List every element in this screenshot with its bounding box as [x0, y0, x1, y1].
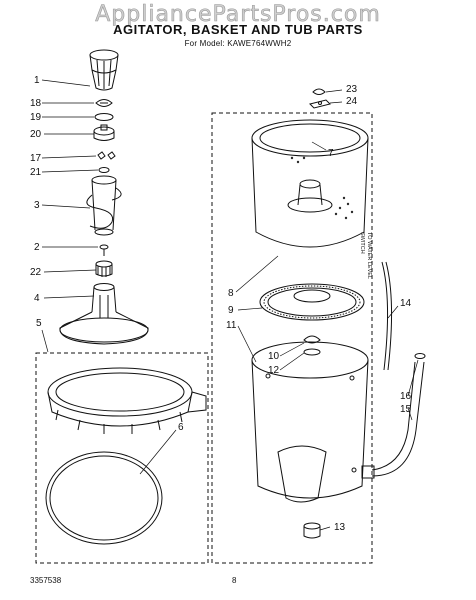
- side-note-line1: TO WATER LEVEL: [366, 232, 372, 279]
- part-2: [99, 244, 109, 256]
- callout-12: 12: [268, 365, 280, 376]
- part-12: [303, 348, 321, 356]
- callout-4: 4: [34, 293, 40, 304]
- callout-19: 19: [30, 112, 42, 123]
- group-box-basket: [211, 112, 373, 564]
- part-basket: [251, 119, 369, 248]
- callout-9: 9: [228, 305, 234, 316]
- callout-21: 21: [30, 167, 42, 178]
- part-hub: [259, 283, 365, 321]
- part-tube-14: [381, 261, 389, 371]
- callout-2: 2: [34, 242, 40, 253]
- diagram-subtitle: For Model: KAWE764WWH2: [184, 39, 292, 48]
- water-level-switch-note: TO WATER LEVEL SWITCH: [332, 232, 372, 279]
- leader-lines: [41, 79, 419, 531]
- callout-23: 23: [346, 84, 358, 95]
- callout-17: 17: [30, 153, 42, 164]
- callout-16: 16: [400, 391, 412, 402]
- footer-page-number: 8: [232, 576, 237, 585]
- callout-11: 11: [226, 320, 237, 331]
- part-17: [97, 151, 116, 160]
- part-auger: [86, 175, 122, 236]
- part-24: [309, 99, 331, 109]
- part-21: [98, 167, 110, 173]
- part-19: [94, 113, 114, 121]
- callout-7: 7: [328, 148, 334, 159]
- watermark-logo: AppliancePartsPros.com: [95, 2, 381, 28]
- group-box-5: [35, 352, 209, 564]
- part-13: [303, 522, 321, 539]
- part-20: [93, 124, 115, 141]
- side-note-line2: SWITCH: [359, 232, 365, 254]
- footer-part-number: 3357538: [30, 576, 62, 585]
- callout-20: 20: [30, 129, 42, 140]
- part-gasket: [45, 451, 163, 545]
- callout-18: 18: [30, 98, 42, 109]
- diagram-title: AGITATOR, BASKET AND TUB PARTS: [113, 22, 363, 37]
- callout-13: 13: [334, 522, 346, 533]
- callout-14: 14: [400, 298, 412, 309]
- callout-22: 22: [30, 267, 42, 278]
- callout-8: 8: [228, 288, 234, 299]
- callout-10: 10: [268, 351, 280, 362]
- part-23: [312, 88, 326, 95]
- callout-5: 5: [36, 318, 42, 329]
- part-tub-ring: [47, 367, 207, 434]
- callout-24: 24: [346, 96, 358, 107]
- callout-1: 1: [34, 75, 40, 86]
- part-agitator-cap: [89, 49, 119, 91]
- part-hose-15: [361, 353, 426, 479]
- part-agitator-base: [59, 283, 149, 345]
- callout-6: 6: [178, 422, 184, 433]
- part-22: [95, 260, 113, 277]
- callout-3: 3: [34, 200, 40, 211]
- callout-15: 15: [400, 404, 412, 415]
- part-18: [95, 99, 113, 107]
- part-outer-tub: [251, 341, 369, 503]
